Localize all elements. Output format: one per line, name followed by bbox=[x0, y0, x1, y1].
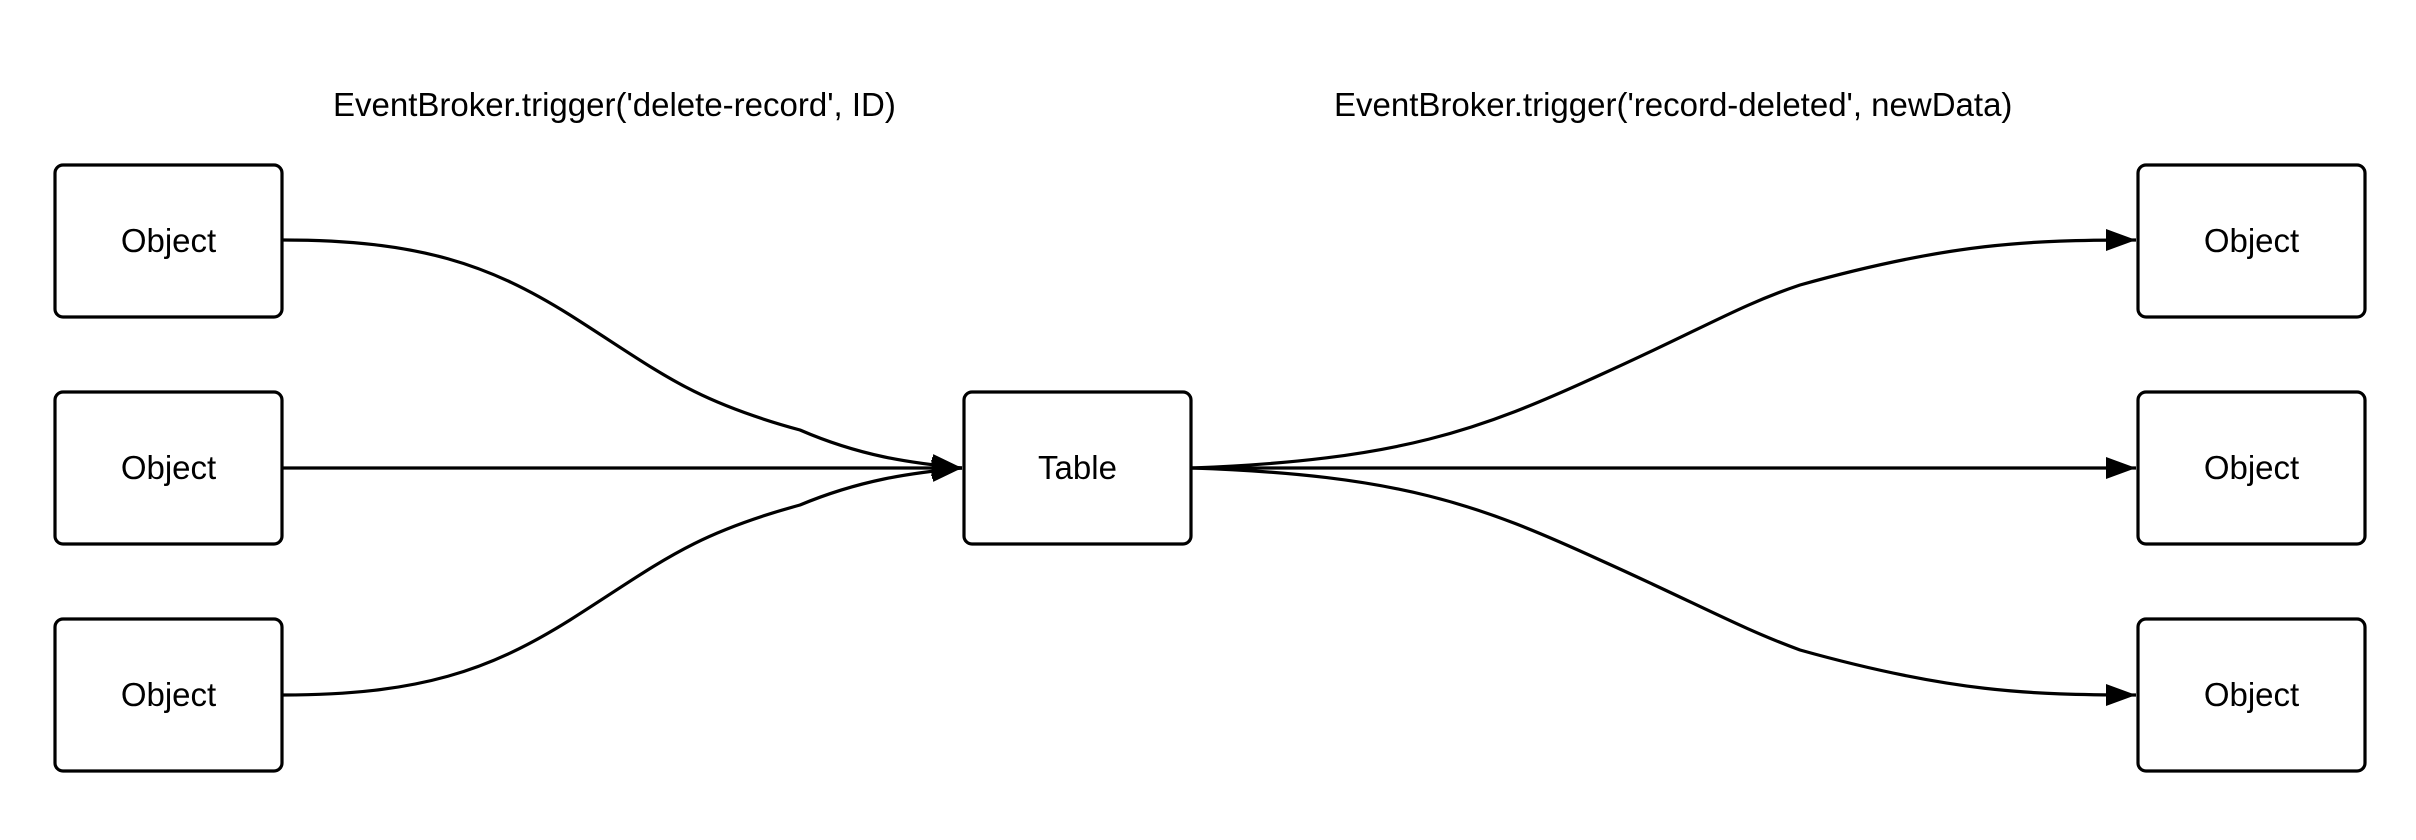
target-node-top-label: Object bbox=[2204, 222, 2299, 259]
source-node-bottom: Object bbox=[53, 617, 284, 773]
table-node: Table bbox=[962, 390, 1193, 546]
source-node-top-label: Object bbox=[121, 222, 216, 259]
table-node-label: Table bbox=[1038, 449, 1117, 486]
right-event-caption: EventBroker.trigger('record-deleted', ne… bbox=[1334, 86, 2012, 123]
edge-table-to-target-bottom bbox=[1191, 466, 2137, 706]
target-node-bottom-label: Object bbox=[2204, 676, 2299, 713]
edge-source-top-to-table bbox=[282, 238, 963, 477]
source-node-top: Object bbox=[53, 163, 284, 319]
source-node-middle-label: Object bbox=[121, 449, 216, 486]
target-node-middle: Object bbox=[2136, 390, 2367, 546]
target-node-middle-label: Object bbox=[2204, 449, 2299, 486]
target-node-bottom: Object bbox=[2136, 617, 2367, 773]
edge-source-bottom-to-table bbox=[282, 459, 963, 697]
left-event-caption: EventBroker.trigger('delete-record', ID) bbox=[333, 86, 896, 123]
edge-table-to-target-top bbox=[1191, 229, 2137, 470]
source-node-middle: Object bbox=[53, 390, 284, 546]
target-node-top: Object bbox=[2136, 163, 2367, 319]
source-node-bottom-label: Object bbox=[121, 676, 216, 713]
